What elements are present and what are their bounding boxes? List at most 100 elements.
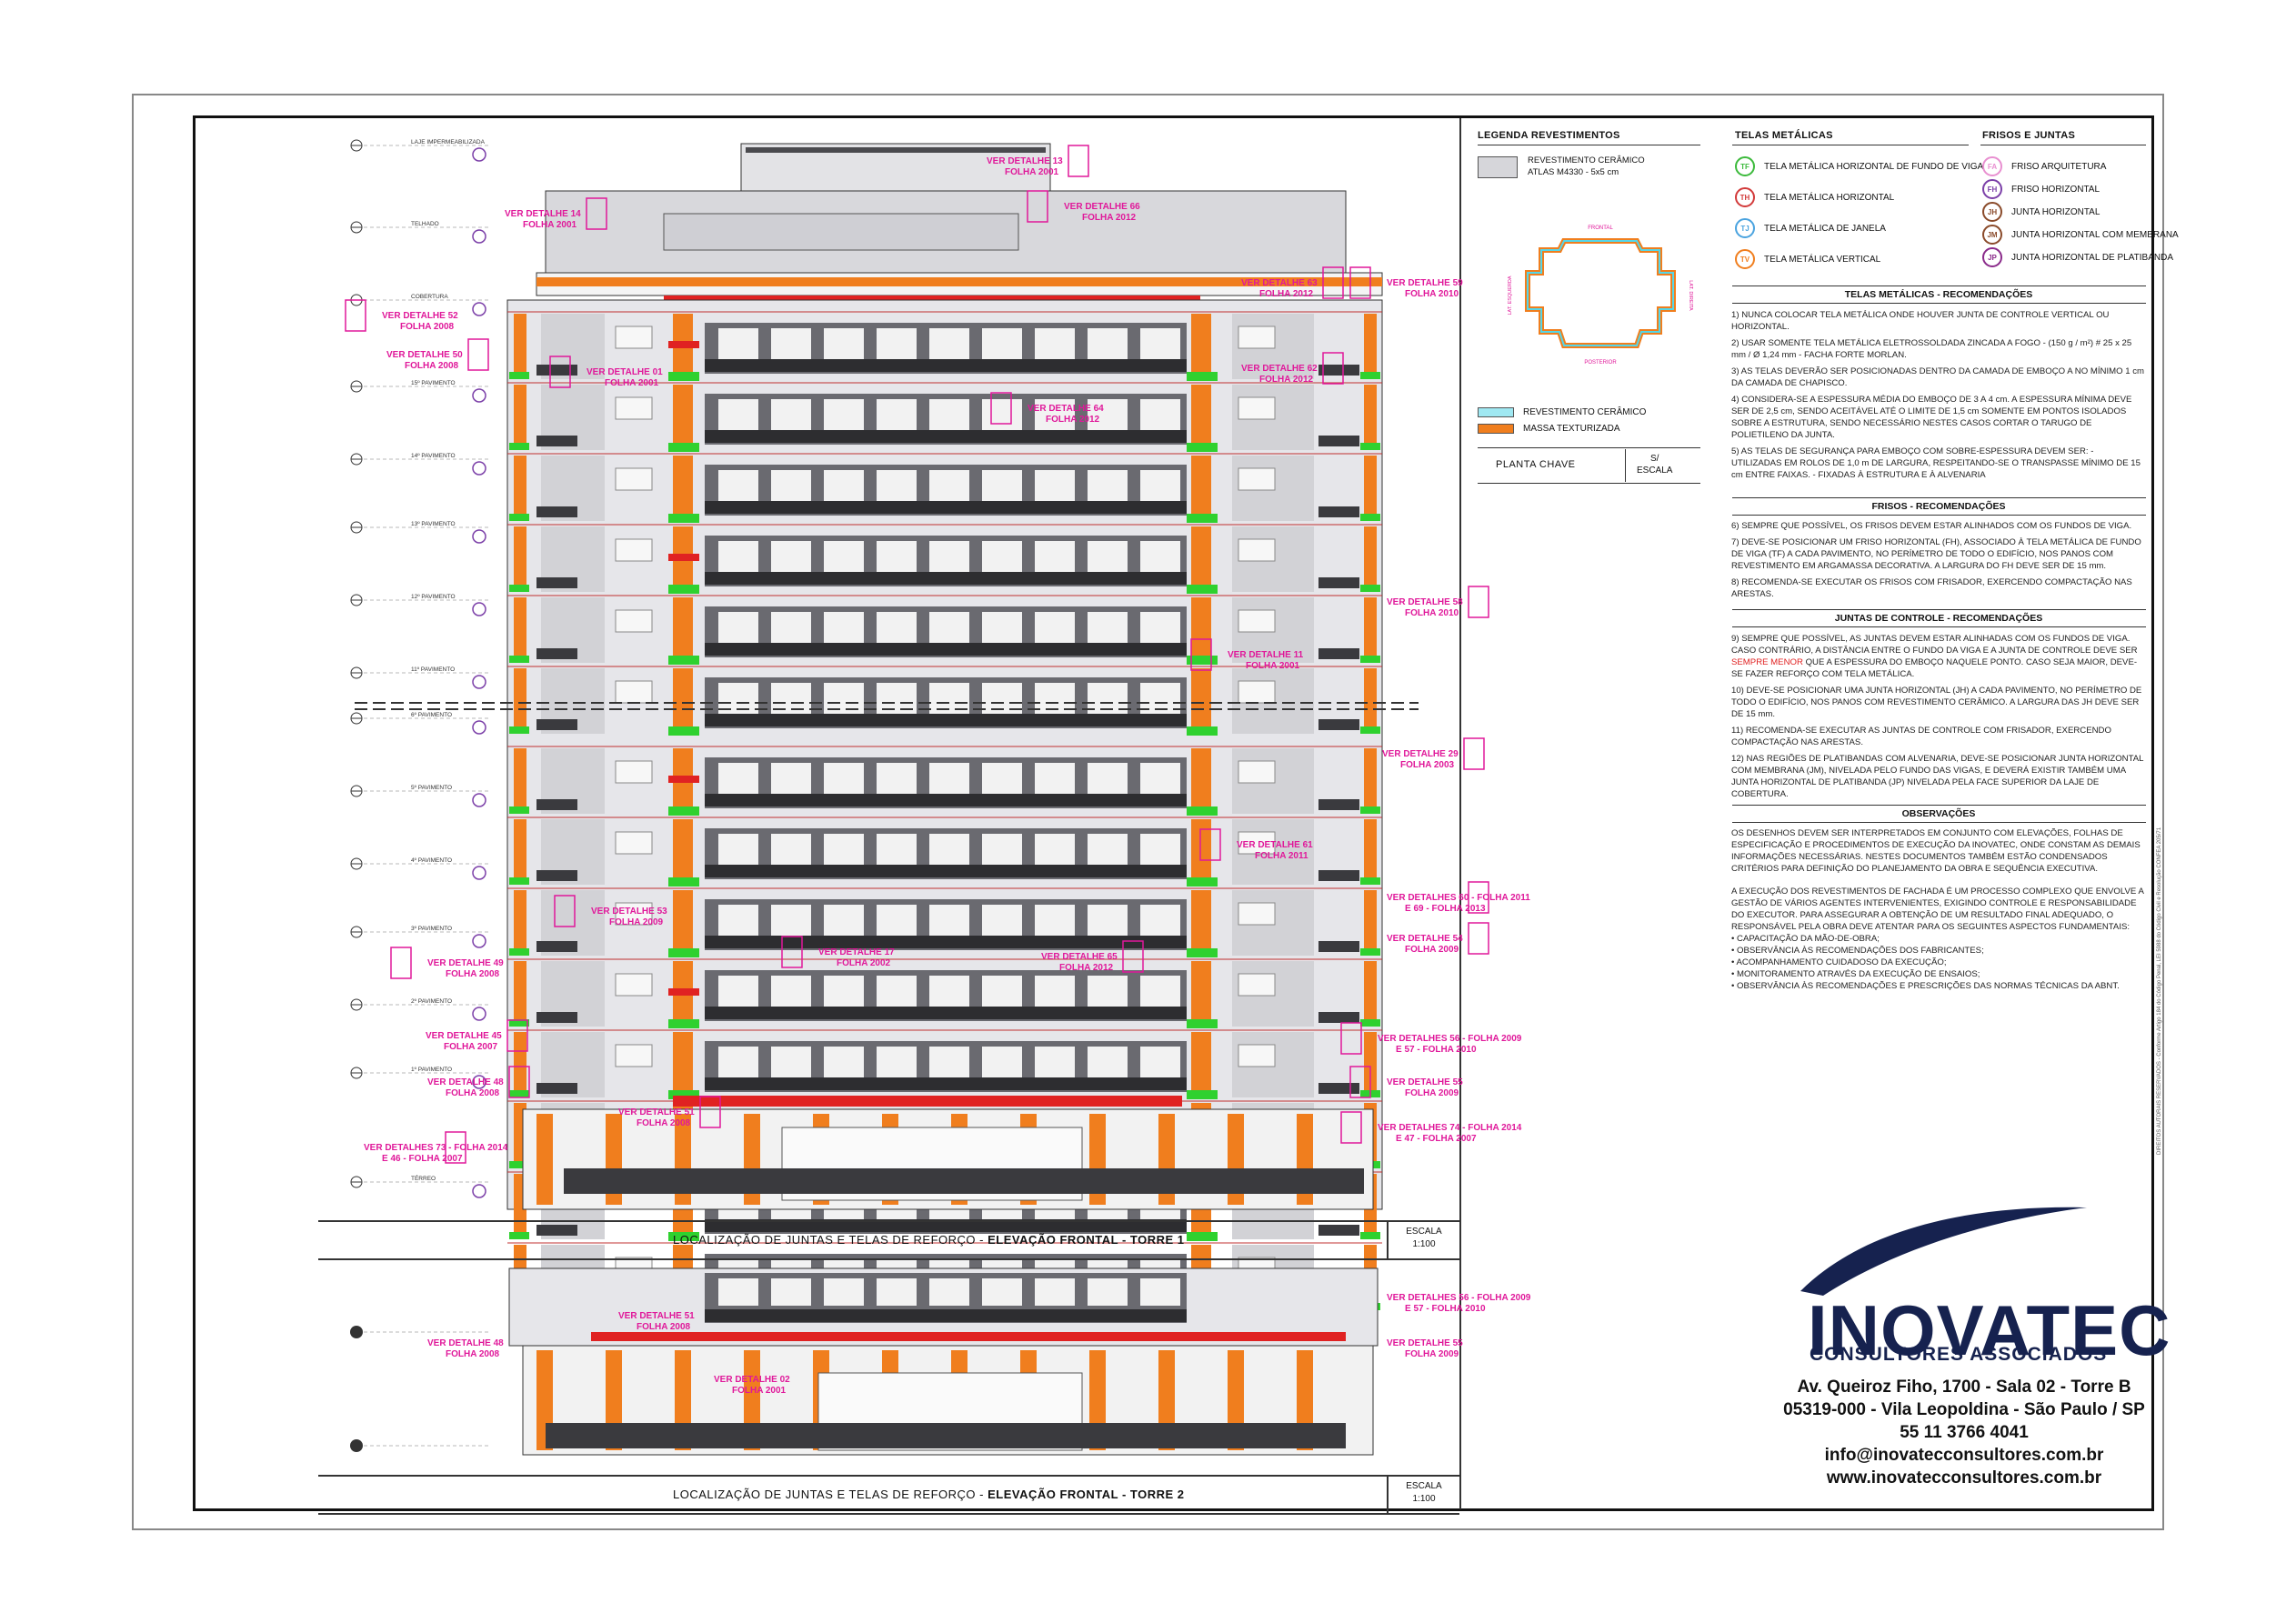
detail-callout-sheet: E 47 - FOLHA 2007 — [1396, 1134, 1477, 1144]
balcony-railing — [705, 865, 1187, 877]
balcony-window — [877, 541, 917, 576]
detail-callout: VER DETALHE 51 — [618, 1311, 695, 1321]
detail-box — [586, 197, 607, 230]
green-beam-mark — [668, 372, 699, 381]
balcony-window — [718, 763, 758, 797]
balcony-window — [877, 763, 917, 797]
balcony-window — [824, 976, 864, 1010]
detail-callout-sheet: FOLHA 2008 — [405, 361, 459, 371]
balcony-window — [1140, 328, 1180, 363]
frisos-recs-title: FRISOS - RECOMENDAÇÕES — [1871, 501, 2006, 512]
balcony-window — [1035, 834, 1075, 868]
detail-callout: VER DETALHE 49 — [427, 958, 504, 968]
fh-marker-icon — [472, 388, 486, 403]
balcony-window — [771, 834, 811, 868]
right-window — [1238, 609, 1276, 633]
green-beam-mark — [509, 1019, 529, 1027]
fh-marker-icon — [472, 147, 486, 162]
detail-callout-sheet: FOLHA 2011 — [1255, 851, 1308, 861]
orange-column-inner-right — [1191, 890, 1211, 956]
detail-callout: VER DETALHE 53 — [591, 907, 667, 917]
balcony-window — [1140, 541, 1180, 576]
balcony-window — [718, 541, 758, 576]
balcony-window — [982, 1047, 1022, 1081]
jh-badge-icon: JH — [1982, 202, 2002, 222]
left-window — [615, 902, 653, 926]
level-label: 11º PAVIMENTO — [411, 666, 455, 673]
balcony-window — [824, 763, 864, 797]
orange-column-left — [514, 1032, 526, 1097]
company-subtitle: CONSULTORES ASSOCIADOS — [1810, 1344, 2108, 1365]
balcony-window — [718, 612, 758, 646]
right-railing — [1318, 506, 1359, 517]
balcony-window — [771, 683, 811, 717]
left-railing — [536, 1083, 577, 1094]
torre2-railing — [705, 1309, 1187, 1322]
level-marker-icon — [350, 1439, 363, 1452]
left-railing — [536, 1012, 577, 1023]
green-beam-mark — [668, 656, 699, 665]
detail-callout: VER DETALHE 64 — [1028, 404, 1104, 414]
detail-box — [1199, 828, 1221, 861]
right-window — [1238, 831, 1276, 855]
detail-box — [781, 936, 803, 968]
green-beam-mark — [1187, 585, 1218, 594]
fh-marker-icon — [472, 229, 486, 244]
plan-back-label: POSTERIOR — [1584, 360, 1617, 366]
detail-callout-sheet: FOLHA 2008 — [446, 1088, 500, 1098]
balcony-railing — [705, 1007, 1187, 1019]
balcony-window — [718, 976, 758, 1010]
detail-box — [445, 1131, 466, 1164]
balcony-window — [877, 834, 917, 868]
green-beam-mark — [509, 585, 529, 592]
telas-label: TELA METÁLICA HORIZONTAL DE FUNDO DE VIG… — [1764, 161, 1984, 172]
detail-box — [506, 1019, 528, 1052]
orange-column-inner-right — [1191, 456, 1211, 521]
balcony-window — [771, 976, 811, 1010]
green-beam-mark — [668, 1090, 699, 1099]
balcony-window — [771, 905, 811, 939]
balcony-window — [1140, 612, 1180, 646]
fh-marker-icon — [472, 1184, 486, 1198]
detail-box — [1027, 190, 1048, 223]
copyright-note: DIREITOS AUTORAIS RESERVADOS - Conforme … — [2157, 827, 2162, 1155]
balcony-window — [1035, 328, 1075, 363]
frisos-label: FRISO HORIZONTAL — [2011, 184, 2100, 195]
right-window — [1238, 1044, 1276, 1067]
red-band-mark — [668, 988, 699, 996]
rooftop-band — [746, 147, 1046, 153]
balcony-window — [877, 976, 917, 1010]
ceramic-key-swatch — [1478, 407, 1514, 417]
detail-box — [1122, 940, 1144, 973]
balcony-window — [1140, 683, 1180, 717]
detail-callout-sheet: FOLHA 2008 — [446, 1349, 500, 1359]
level-label: 3º PAVIMENTO — [411, 926, 452, 932]
detail-box — [1340, 1022, 1362, 1055]
detail-callout: VER DETALHE 66 — [1064, 202, 1140, 212]
panel-divider — [1459, 118, 1461, 1509]
detail-callout: VER DETALHES 56 - FOLHA 2009 — [1387, 1293, 1531, 1303]
green-beam-mark — [1360, 726, 1380, 734]
orange-column-left — [514, 385, 526, 450]
right-window — [1238, 760, 1276, 784]
detail-box — [1340, 1111, 1362, 1144]
balcony-window — [982, 763, 1022, 797]
orange-column-inner-left — [673, 668, 693, 734]
penthouse-glass — [663, 213, 1019, 251]
balcony-window — [929, 470, 969, 505]
right-window — [1238, 396, 1276, 420]
orange-column-right — [1364, 819, 1377, 885]
balcony-window — [771, 470, 811, 505]
torre2-window — [1035, 1278, 1075, 1306]
orange-column-right — [1364, 961, 1377, 1027]
green-beam-mark — [1187, 726, 1218, 736]
balcony-window — [929, 328, 969, 363]
balcony-window — [1035, 763, 1075, 797]
level-label: 1º PAVIMENTO — [411, 1067, 452, 1073]
level-label: TÉRREO — [411, 1174, 436, 1182]
balcony-window — [1088, 976, 1128, 1010]
balcony-window — [1035, 905, 1075, 939]
detail-callout-sheet: FOLHA 2001 — [1246, 661, 1300, 671]
